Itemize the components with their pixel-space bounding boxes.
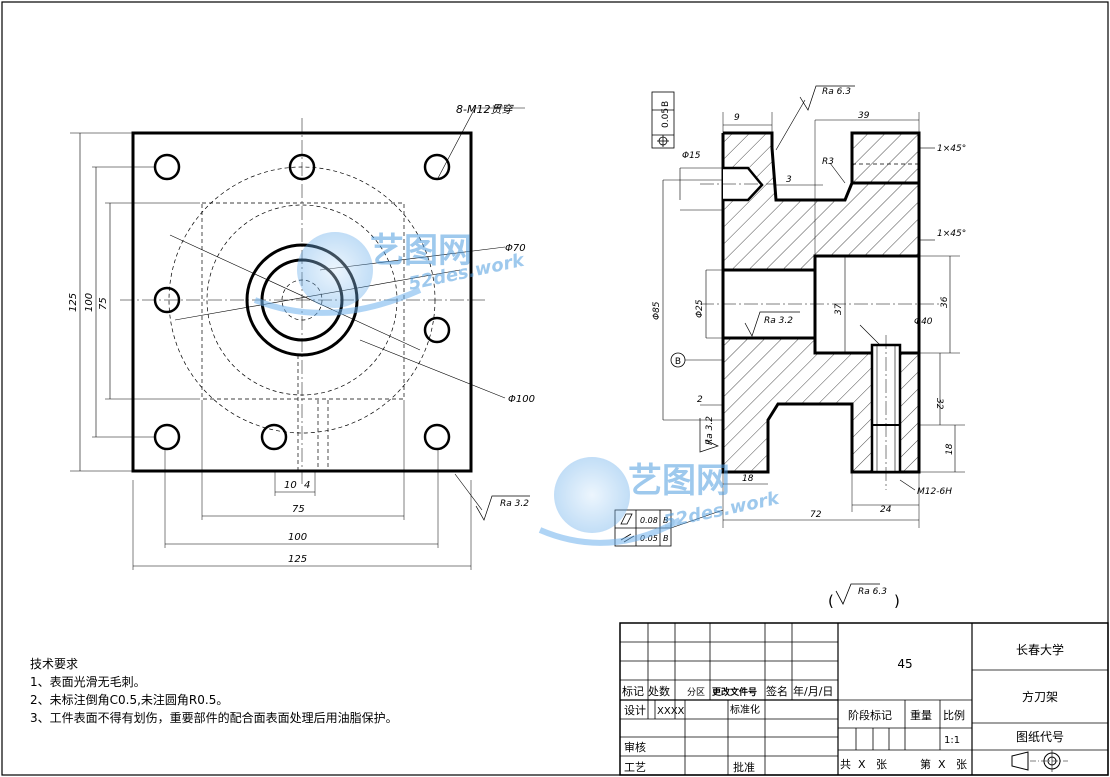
dim-dia70: Φ70 [505,243,526,254]
title-block [619,622,1109,776]
chamfer-top: 1×45° [937,144,966,154]
tech-item-3: 3、工件表面不得有划伤，重要部件的配合面表面处理后用油脂保护。 [30,711,398,725]
label-sheji: 设计 [624,704,646,717]
dim-dia85: Φ85 [652,301,662,320]
flatness-datum: B [663,516,669,525]
datum-b-label: B [675,357,681,367]
technical-requirements: 技术要求 1、表面光滑无毛刺。 2、未标注倒角C0.5,未注圆角R0.5。 3、… [30,655,398,727]
dim-dia40: Φ40 [914,317,933,327]
part-name: 方刀架 [1022,689,1058,704]
dim-d39: 39 [858,111,870,121]
label-gengai: 更改文件号 [712,686,757,698]
svg-text:): ) [894,592,900,610]
dim-d4: 4 [304,480,310,491]
dim-d36: 36 [940,296,950,308]
bolt-holes [153,153,451,451]
tech-title: 技术要求 [30,657,79,671]
label-gong: 共 [840,758,851,771]
dim-d10: 10 [284,480,297,491]
dim-h100: 100 [84,293,95,312]
circle-dia100 [168,166,436,434]
dim-d72: 72 [810,510,822,520]
dim-w100: 100 [288,532,307,543]
projection-symbol-icon [1011,750,1068,772]
position-tolerance-frame [651,91,675,149]
dim-dia15: Φ15 [682,151,701,161]
dim-d18b: 18 [945,443,955,455]
dim-d2: 2 [697,395,703,405]
dim-d24: 24 [880,505,892,515]
label-gongyi: 工艺 [624,761,646,774]
roughness-top: Ra 6.3 [822,87,851,97]
roughness-side: Ra 3.2 [705,416,715,445]
sheet-index: X [938,758,946,771]
label-biaozhunhua: 标准化 [730,703,760,716]
dim-dia37: 37 [834,303,844,315]
drawing-number-label: 图纸代号 [1016,730,1064,744]
side-dim-text: Ra 6.3 9 39 1×45° 1×45° R3 3 Φ15 Φ85 Φ25… [652,87,966,520]
dim-d3: 3 [786,175,792,185]
label-chushu: 处数 [648,685,670,698]
chamfer-mid: 1×45° [937,229,966,239]
roughness-bore: Ra 3.2 [764,316,793,326]
dim-h125: 125 [68,293,79,312]
label-biaoji: 标记 [622,684,644,698]
flatness-value: 0.08 [640,516,658,525]
scale-value: 1:1 [944,735,960,746]
watermark-2: 艺图网 52des.work [538,457,782,546]
label-zhang-2: 张 [956,758,967,771]
title-block-text: 45 长春大学 方刀架 图纸代号 标记 处数 分区 更改文件号 签名 年/月/日… [622,642,1064,774]
svg-text:(: ( [828,592,834,610]
front-outline [131,131,473,473]
thread-note: 8-M12贯穿 [456,103,514,116]
watermark-brand-1: 艺图网 [370,231,472,271]
dim-d18a: 18 [742,474,754,484]
position-datum: B [661,101,671,107]
watermark-1: 艺图网 52des.work [253,231,527,316]
school-name: 长春大学 [1016,642,1064,657]
position-value: 0.05 [661,108,671,128]
parallel-value: 0.05 [640,534,658,543]
dim-d32: 32 [934,398,944,410]
designer-name: XXXX [657,706,685,717]
dim-dia25: Φ25 [695,299,705,318]
front-dim-text: 8-M12贯穿 Φ70 Φ100 75 100 125 10 4 125 100… [68,103,535,565]
watermark-brand-2: 艺图网 [628,461,730,501]
roughness-front: Ra 3.2 [500,499,529,509]
label-date: 年/月/日 [793,684,833,698]
label-zhongliang: 重量 [910,708,932,722]
label-qianming: 签名 [766,684,788,698]
sheets-total: X [858,758,866,771]
label-di: 第 [920,757,931,771]
flatness-icon [620,513,633,525]
tech-item-2: 2、未标注倒角C0.5,未注圆角R0.5。 [30,693,229,707]
thread-m12: M12-6H [917,487,952,497]
label-pizhun: 批准 [733,760,755,774]
label-zhang-1: 张 [876,758,887,771]
roughness-general: Ra 6.3 [858,587,887,597]
dim-d9: 9 [734,113,740,123]
dim-dia100: Φ100 [508,394,535,405]
tech-item-1: 1、表面光滑无毛刺。 [30,675,146,689]
dim-h75: 75 [98,297,109,310]
material: 45 [897,657,912,671]
label-shenhe: 审核 [624,740,646,754]
dim-w75: 75 [292,504,305,515]
label-jieduan: 阶段标记 [848,708,892,722]
dim-r3: R3 [822,157,834,167]
label-bili: 比例 [943,708,965,722]
dim-w125: 125 [288,554,307,565]
label-fenqu: 分区 [687,687,705,698]
roughness-general-icon [835,583,880,605]
parallel-datum: B [663,534,669,543]
front-view [70,107,530,570]
